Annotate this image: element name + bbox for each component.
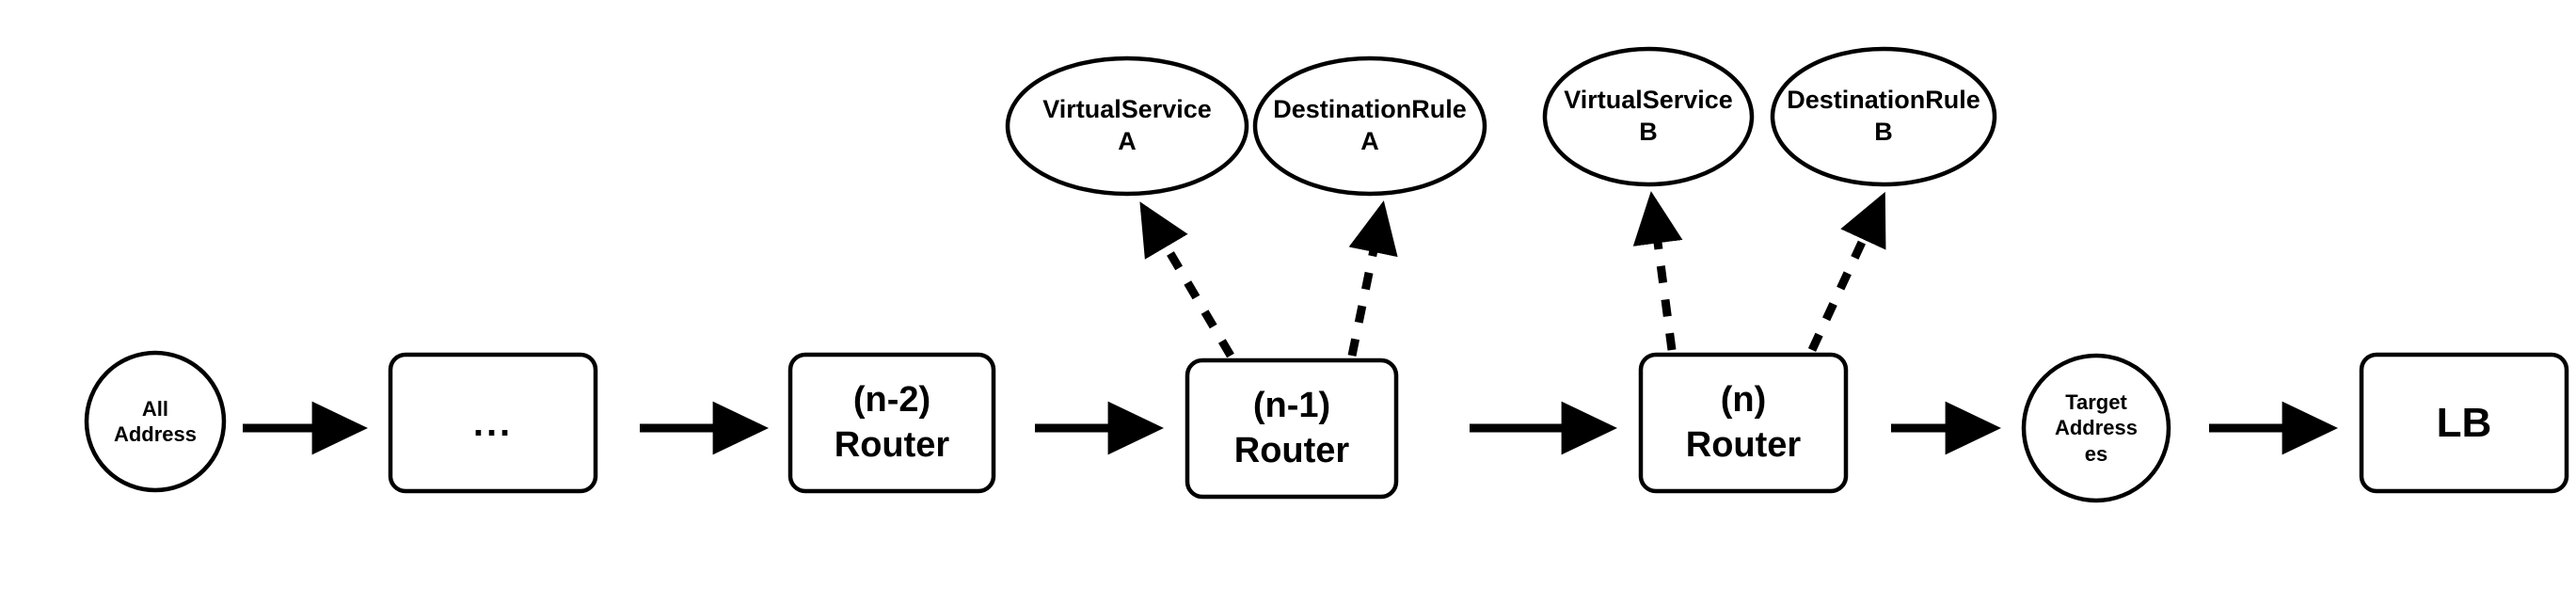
node-target-addresses[interactable] [2021, 353, 2171, 503]
edge-router-n-minus-1-to-virtualservice-a [1139, 201, 1234, 358]
edge-router-n-to-virtualservice-b [1632, 191, 1683, 351]
node-destinationrule-a[interactable] [1252, 56, 1487, 197]
node-virtualservice-a[interactable] [1005, 56, 1249, 197]
node-load-balancer[interactable] [2359, 352, 2569, 494]
node-router-n-minus-2[interactable] [787, 352, 996, 494]
node-router-n-minus-1[interactable] [1185, 358, 1399, 500]
node-virtualservice-b[interactable] [1542, 46, 1755, 187]
node-ellipsis[interactable] [388, 352, 598, 494]
edge-router-n-minus-1-to-destinationrule-a [1347, 200, 1398, 357]
node-all-address[interactable] [84, 350, 227, 493]
node-destinationrule-b[interactable] [1770, 46, 1997, 187]
node-router-n[interactable] [1638, 352, 1849, 494]
edge-router-n-to-destinationrule-b [1807, 191, 1886, 352]
